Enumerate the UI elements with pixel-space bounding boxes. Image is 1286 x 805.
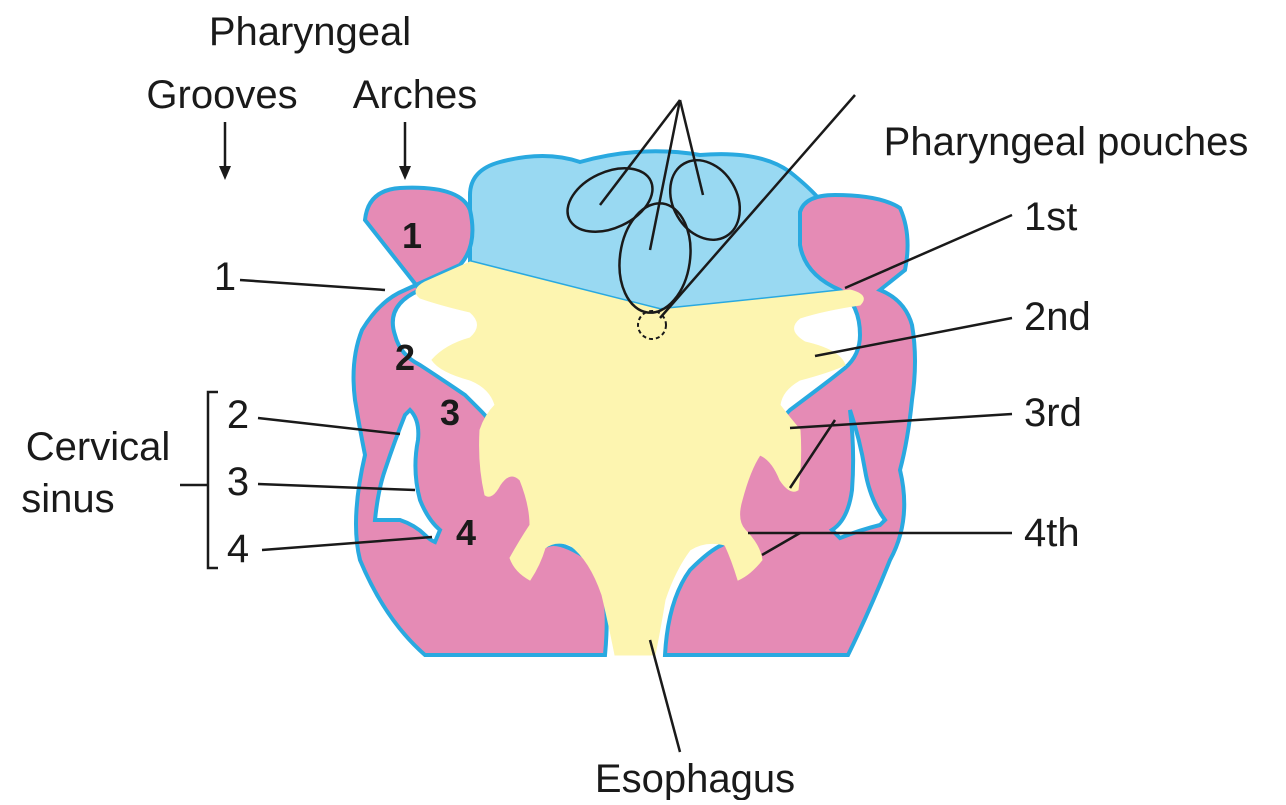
pharyngeal-heading: Pharyngeal xyxy=(209,10,411,54)
pouches-heading: Pharyngeal pouches xyxy=(884,120,1249,164)
groove-1-leader xyxy=(240,280,385,290)
pouch-1st-label: 1st xyxy=(1024,195,1077,239)
esophagus-label: Esophagus xyxy=(595,757,795,800)
arches-heading: Arches xyxy=(353,73,478,117)
arch-number-4: 4 xyxy=(456,512,476,553)
sinus-number-3: 3 xyxy=(227,460,249,504)
cervical-label-line2: sinus xyxy=(21,477,114,521)
arch-number-2: 2 xyxy=(395,337,415,378)
arch-arrow-head xyxy=(399,166,411,180)
arch-number-1: 1 xyxy=(402,215,422,256)
groove-arrow-head xyxy=(219,166,231,180)
cervical-label-line1: Cervical xyxy=(26,425,170,469)
groove-1-label: 1 xyxy=(214,255,236,299)
sinus-number-2: 2 xyxy=(227,393,249,437)
cervical-sinus-bracket xyxy=(208,392,218,568)
sinus-number-4: 4 xyxy=(227,527,249,571)
pouch-2nd-label: 2nd xyxy=(1024,295,1091,339)
arch-number-3: 3 xyxy=(440,392,460,433)
pouch-4th-label: 4th xyxy=(1024,511,1080,555)
pouch-3rd-label: 3rd xyxy=(1024,391,1082,435)
grooves-heading: Grooves xyxy=(146,73,297,117)
